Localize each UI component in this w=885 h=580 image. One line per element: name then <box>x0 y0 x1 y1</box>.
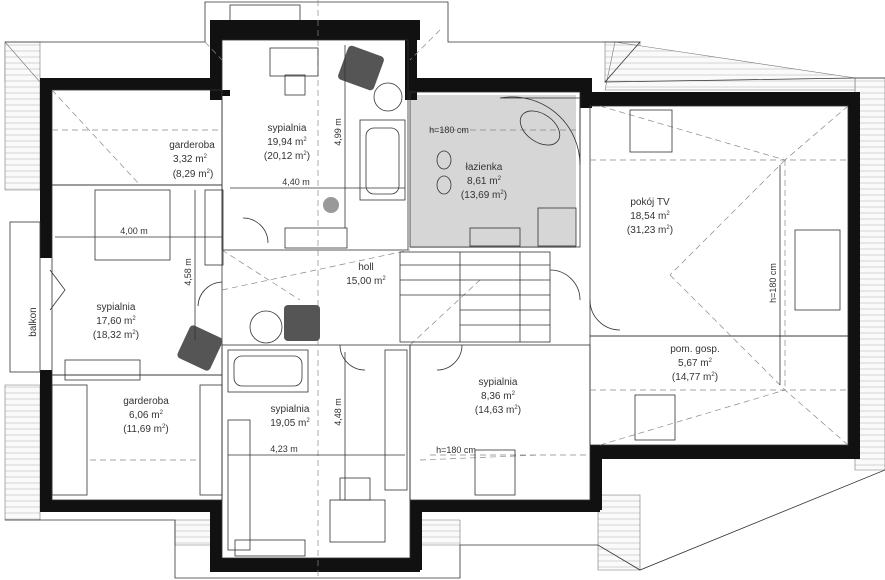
room-name-sypialnia-top: sypialnia <box>268 123 307 134</box>
room-area-garderoba: 3,32 m2 <box>173 154 208 165</box>
room-roofarea-sypialnia-left: (18,32 m2) <box>93 330 139 341</box>
dim-h180-bath: h=180 cm <box>429 125 469 135</box>
room-name-sypialnia-bottom: sypialnia <box>271 404 310 415</box>
dimension-lines <box>55 45 781 500</box>
room-area-sypialnia-right: 8,36 m2 <box>481 391 516 402</box>
room-roofarea-pokoj-tv: (31,23 m2) <box>627 225 673 236</box>
partitions <box>9 39 849 559</box>
staircase <box>399 251 551 343</box>
slope-lines <box>51 0 849 580</box>
room-area-lazienka: 8,61 m2 <box>467 176 502 187</box>
dim-h180-bottom: h=180 cm <box>436 445 476 455</box>
room-name-garderoba-bottom: garderoba <box>123 396 169 407</box>
dim-4-00: 4,00 m <box>120 226 148 236</box>
room-name-pom-gosp: pom. gosp. <box>670 344 719 355</box>
room-area-sypialnia-top: 19,94 m2 <box>267 137 307 148</box>
walls <box>40 20 860 572</box>
dim-4-40: 4,40 m <box>282 177 310 187</box>
room-roofarea-sypialnia-right: (14,63 m2) <box>475 405 521 416</box>
dim-h180-right: h=180 cm <box>768 263 778 303</box>
room-name-balkon: balkon <box>28 307 39 336</box>
room-area-holl: 15,00 m2 <box>346 276 386 287</box>
room-area-pom-gosp: 5,67 m2 <box>678 358 713 369</box>
room-roofarea-garderoba: (8,29 m2) <box>173 169 214 180</box>
room-roofarea-lazienka: (13,69 m2) <box>461 190 507 201</box>
room-name-sypialnia-left: sypialnia <box>97 302 136 313</box>
bathroom-area <box>410 95 576 248</box>
room-area-garderoba-bottom: 6,06 m2 <box>129 410 164 421</box>
room-name-holl: holl <box>358 262 374 273</box>
room-name-sypialnia-right: sypialnia <box>479 377 518 388</box>
dim-4-48: 4,48 m <box>333 398 343 426</box>
dim-4-58: 4,58 m <box>183 258 193 286</box>
doors <box>49 217 621 371</box>
room-area-pokoj-tv: 18,54 m2 <box>630 211 670 222</box>
room-area-sypialnia-bottom: 19,05 m2 <box>270 418 310 429</box>
room-roofarea-sypialnia-top: (20,12 m2) <box>264 151 310 162</box>
room-name-garderoba: garderoba <box>169 140 215 151</box>
dim-4-99: 4,99 m <box>333 118 343 146</box>
furniture <box>51 45 841 551</box>
room-roofarea-garderoba-bottom: (11,69 m2) <box>123 424 168 435</box>
room-roofarea-pom-gosp: (14,77 m2) <box>672 372 718 383</box>
dim-4-23: 4,23 m <box>270 444 298 454</box>
room-area-sypialnia-left: 17,60 m2 <box>96 316 136 327</box>
room-name-pokoj-tv: pokój TV <box>630 197 670 208</box>
room-name-lazienka: łazienka <box>466 162 503 173</box>
